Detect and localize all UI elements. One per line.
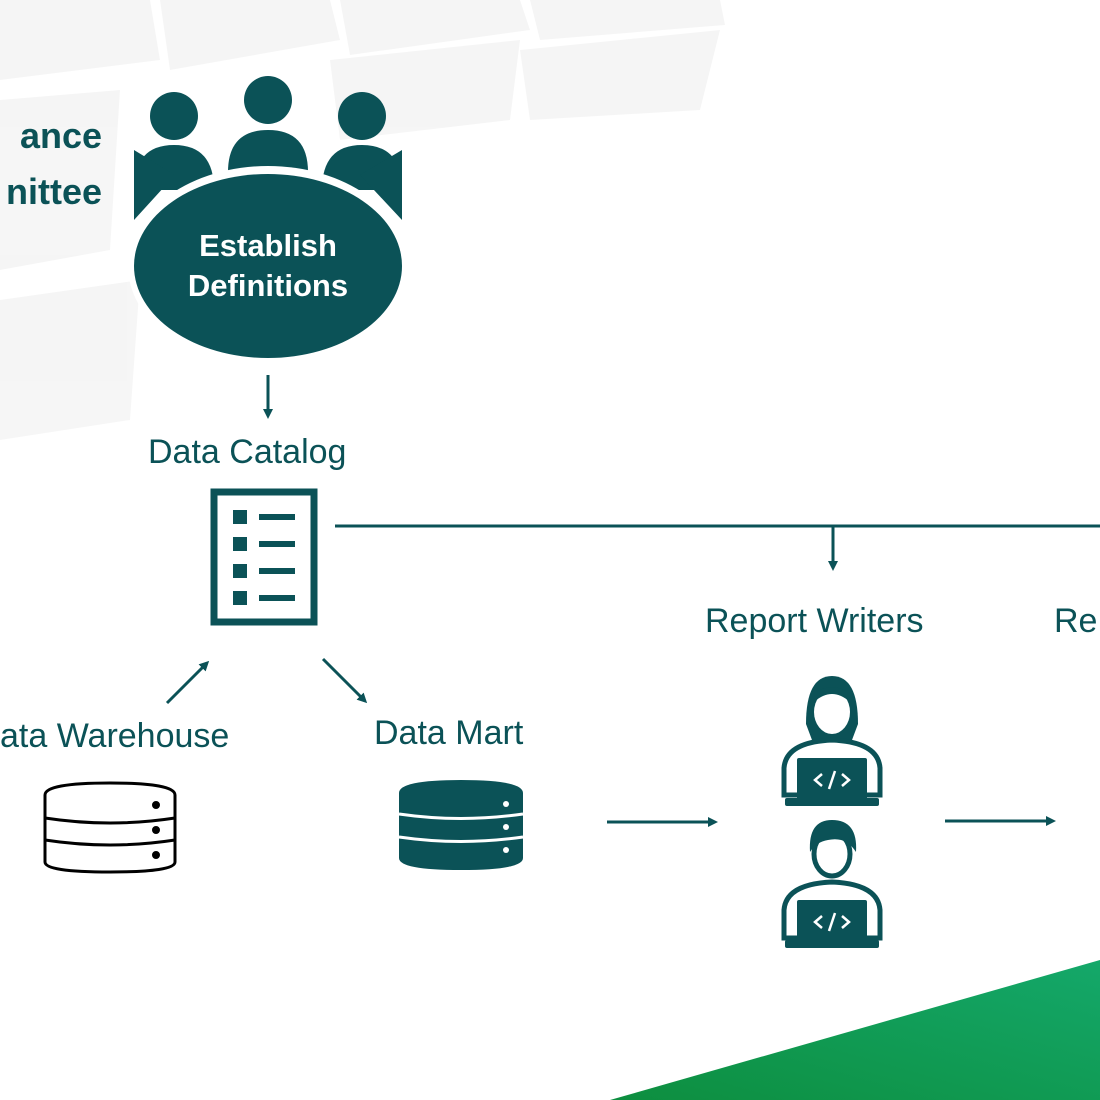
establish-definitions-line2: Definitions: [187, 268, 349, 303]
developer-laptop-icon: [781, 676, 883, 806]
data-mart-label: Data Mart: [374, 714, 524, 752]
people-group-icon: [134, 76, 402, 220]
database-filled-icon: [398, 780, 524, 870]
green-corner-band: [610, 960, 1100, 1100]
establish-definitions-line1: Establish: [199, 228, 337, 263]
next-step-label: Re: [1054, 602, 1098, 640]
establish-definitions-oval-fill: [134, 174, 402, 358]
database-outline-icon: [43, 781, 177, 874]
arrow-warehouse-to-catalog: [165, 660, 210, 705]
establish-definitions-label: Establish Definitions: [168, 226, 368, 306]
report-writers-label: Report Writers: [705, 602, 924, 640]
committee-title-line1: ance: [19, 115, 102, 156]
data-warehouse-label: ata Warehouse: [0, 717, 230, 755]
checklist-document-icon: [210, 488, 318, 626]
developer-laptop-icon: [781, 820, 883, 948]
committee-title: ance nittee: [6, 108, 102, 220]
arrow-catalog-to-mart: [321, 657, 368, 704]
data-catalog-label: Data Catalog: [148, 433, 347, 471]
committee-title-line2: nittee: [5, 171, 102, 212]
